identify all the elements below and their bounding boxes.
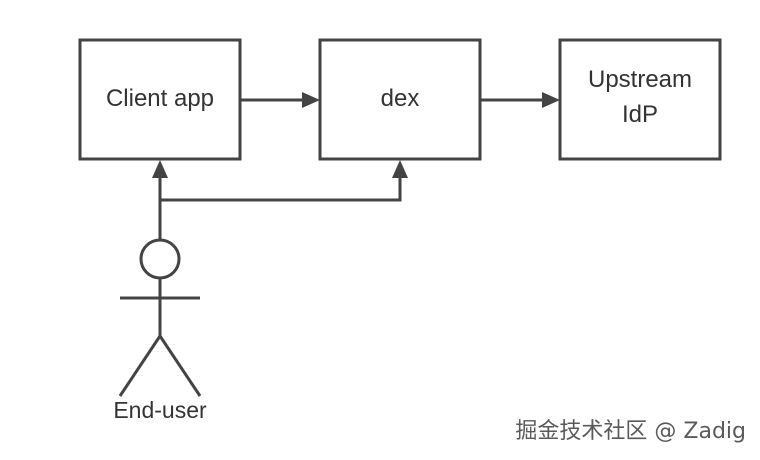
- upstream-idp-node: Upstream IdP: [558, 38, 722, 161]
- end-user-actor: End-user: [113, 238, 207, 423]
- upstream-idp-label-line1: Upstream: [588, 66, 692, 93]
- actor-head: [139, 238, 181, 280]
- arrow-dex-to-upstream: [481, 92, 560, 108]
- upstream-idp-label-line2: IdP: [622, 101, 658, 128]
- actor-right-leg: [158, 335, 202, 397]
- arrowhead-to-client: [152, 160, 168, 178]
- arrow-client-to-dex: [241, 92, 320, 108]
- connector-to-dex-line: [160, 176, 402, 202]
- dex-node: dex: [318, 38, 482, 161]
- actor-left-leg: [118, 335, 162, 397]
- client-app-box: [78, 38, 242, 161]
- actor-connector: [152, 160, 408, 240]
- client-app-label: Client app: [106, 85, 214, 112]
- dex-box: [318, 38, 482, 161]
- arrowhead-to-dex: [392, 160, 408, 178]
- client-app-node: Client app: [78, 38, 242, 161]
- dex-label: dex: [381, 85, 420, 112]
- actor-label: End-user: [113, 397, 207, 423]
- watermark-text: 掘金技术社区 @ Zadig: [515, 419, 746, 444]
- upstream-idp-box: [558, 38, 722, 161]
